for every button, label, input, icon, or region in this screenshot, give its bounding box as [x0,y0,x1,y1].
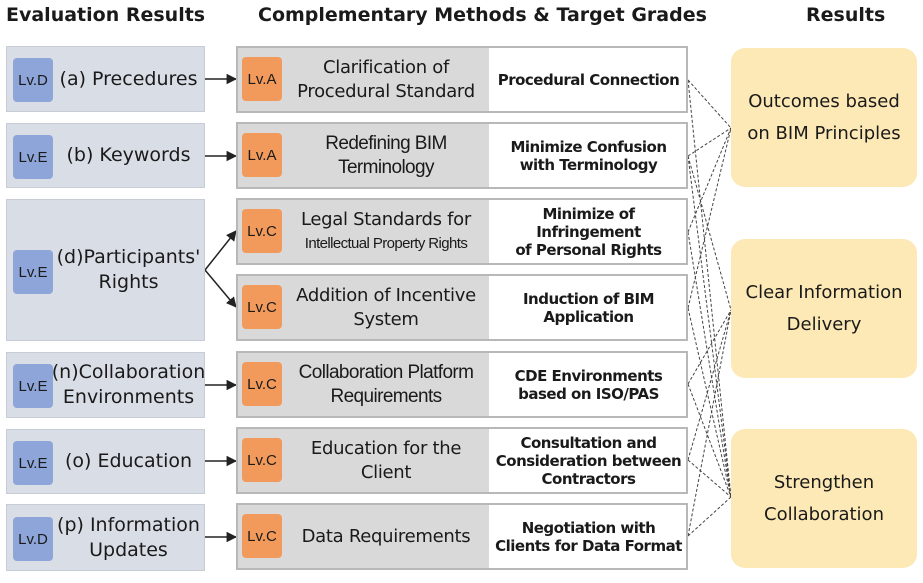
eval-level-badge: Lv.E [13,364,53,408]
method-grade-badge: Lv.A [242,133,282,177]
method-legal-standards: Lv.C Legal Standards for Intellectual Pr… [236,198,688,265]
eval-label: (o) Education [64,450,193,472]
method-target: Induction of BIM Application [522,289,655,326]
method-label: Clarification of Procedural Standard [297,56,475,102]
method-target: Negotiation with Clients for Data Format [495,518,682,555]
method-procedural-standard: Lv.A Clarification of Procedural Standar… [236,46,688,113]
link-4-1 [687,127,732,309]
results-header: Results [806,4,886,26]
link-1-1 [687,79,732,129]
method-target: Minimize of Infringement of Personal Rig… [515,204,662,259]
method-target: Minimize Confusion with Terminology [510,137,667,174]
eval-keywords: Lv.E (b) Keywords [6,123,205,188]
link-6-2 [687,309,732,461]
method-label-small: Intellectual Property Rights [304,234,468,252]
method-target: Procedural Connection [497,70,680,89]
methods-header: Complementary Methods & Target Grades [258,4,707,26]
link-7-2 [687,309,732,537]
method-label: Education for the Client [310,437,462,483]
method-target: CDE Environments based on ISO/PAS [514,366,663,403]
evaluation-results-header: Evaluation Results [6,4,206,26]
eval-label: (n)Collaboration Environments [51,361,206,408]
method-grade-badge: Lv.C [242,285,282,329]
link-5-3 [687,383,732,498]
link-2-3 [687,155,732,498]
arrow-rights-incentive [204,269,237,308]
method-label: Redefining BIM Terminology [325,132,447,178]
link-2-2 [687,155,732,311]
method-client-education: Lv.C Education for the Client Consultati… [236,427,688,494]
method-label: Legal Standards for Intellectual Propert… [286,200,486,263]
eval-label: (p) Information Updates [57,513,200,561]
method-grade-badge: Lv.C [242,438,282,482]
method-grade-badge: Lv.C [242,514,282,558]
method-grade-badge: Lv.C [242,362,282,406]
result-strengthen-collaboration: Strengthen Collaboration [731,429,917,568]
eval-level-badge: Lv.E [13,441,53,485]
eval-education: Lv.E (o) Education [6,429,205,494]
method-target: Consultation and Consideration between C… [495,433,682,488]
method-data-requirements: Lv.C Data Requirements Negotiation with … [236,503,688,570]
method-grade-badge: Lv.C [242,209,282,253]
eval-information-updates: Lv.D (p) Information Updates [6,504,205,571]
eval-participants-rights: Lv.E (d)Participants' Rights [6,199,205,341]
method-grade-badge: Lv.A [242,57,282,101]
method-collaboration-platform: Lv.C Collaboration Platform Requirements… [236,351,688,418]
eval-level-badge: Lv.D [13,58,53,102]
method-label: Addition of Incentive System [296,284,476,330]
method-label-line: Legal Standards for [300,208,471,230]
method-bim-terminology: Lv.A Redefining BIM Terminology Minimize… [236,122,688,189]
eval-label: (b) Keywords [66,144,191,166]
link-4-3 [687,307,732,498]
link-7-3 [687,496,732,537]
eval-level-badge: Lv.D [13,517,53,561]
result-bim-principles: Outcomes based on BIM Principles [731,48,917,187]
arrow-rights-legal [204,230,237,271]
method-label: Data Requirements [301,525,471,547]
eval-collaboration-environments: Lv.E (n)Collaboration Environments [6,352,205,418]
eval-precedures: Lv.D (a) Precedures [6,46,205,112]
result-information-delivery: Clear Information Delivery [731,239,917,378]
link-6-3 [687,459,732,498]
link-2-1 [687,127,732,157]
method-label: Collaboration Platform Requirements [298,361,474,407]
link-3-3 [687,231,732,498]
eval-level-badge: Lv.E [13,250,53,294]
eval-level-badge: Lv.E [13,135,53,179]
link-3-1 [687,127,732,233]
eval-label: (d)Participants' Rights [56,246,201,293]
method-incentive-system: Lv.C Addition of Incentive System Induct… [236,274,688,341]
eval-label: (a) Precedures [59,67,198,90]
link-5-2 [687,309,732,385]
